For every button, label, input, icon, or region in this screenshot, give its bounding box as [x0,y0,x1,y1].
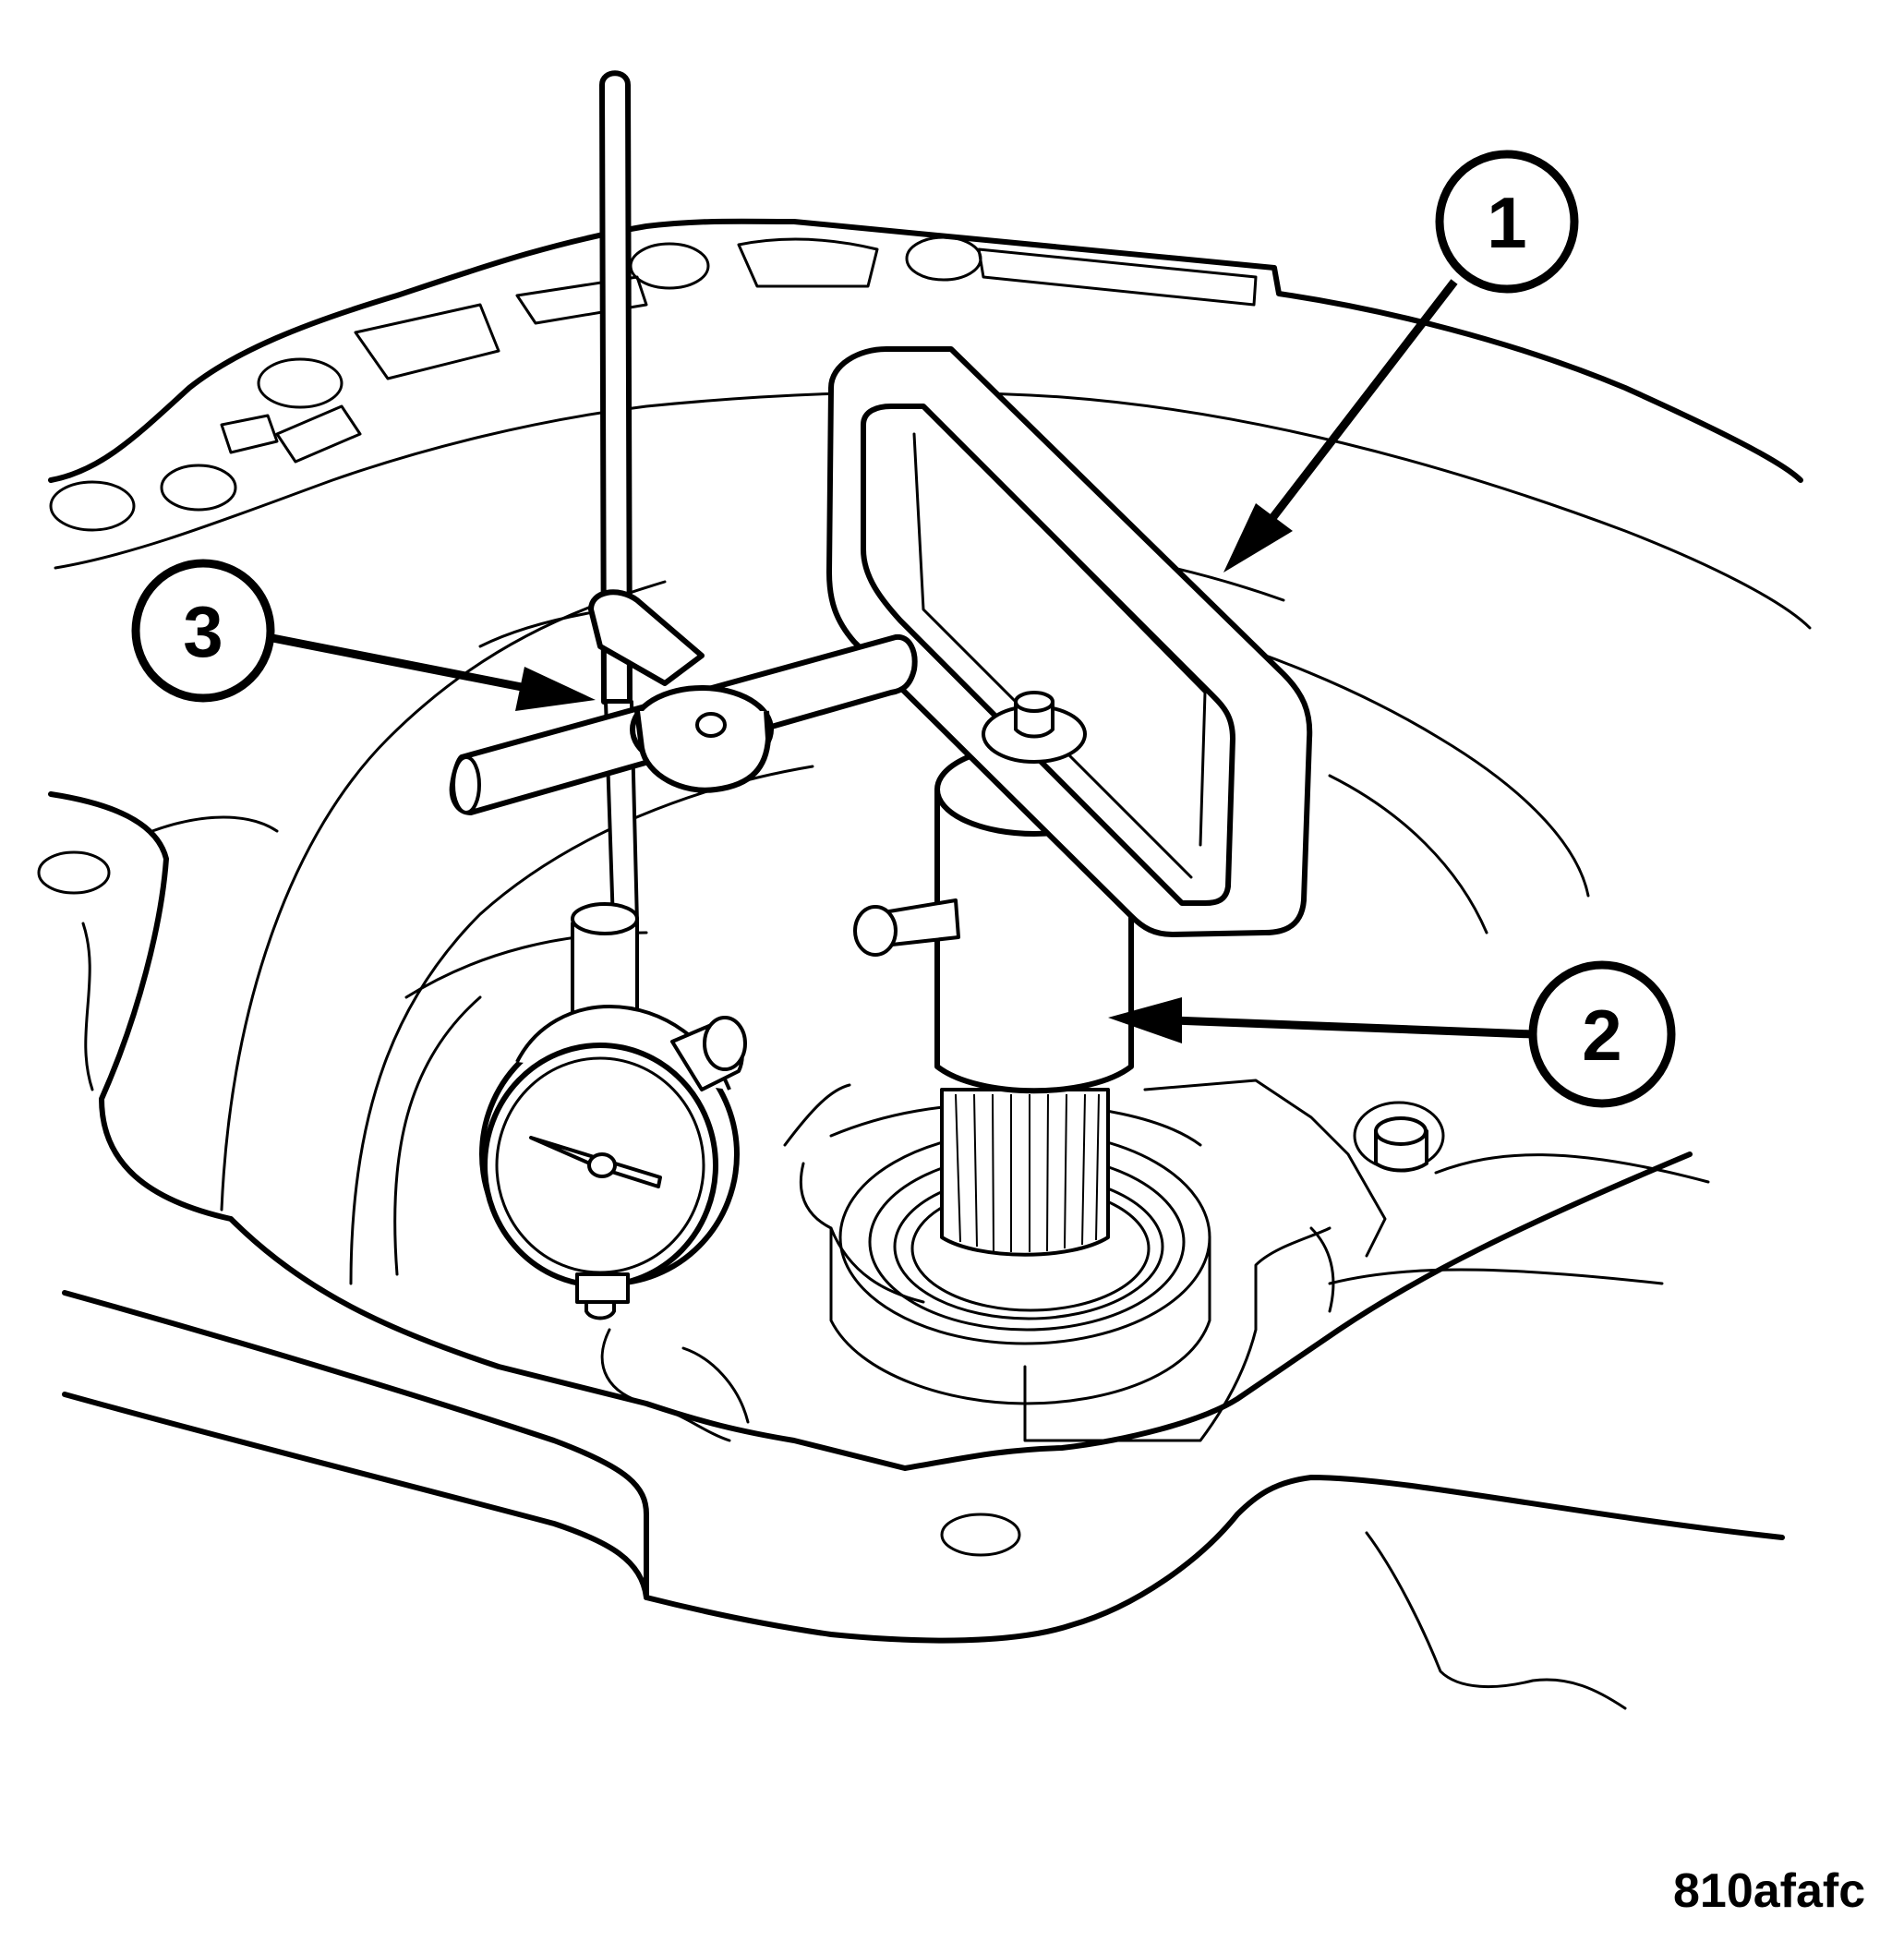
callout-3-label: 3 [183,591,223,672]
callout-1: 1 [1223,150,1579,573]
callout-2: 2 [1108,960,1676,1108]
splined-shaft [940,1088,1110,1257]
dial-indicator-stand [449,70,918,1320]
figure-code: 810afafc [1673,1864,1866,1918]
callout-1-label: 1 [1487,182,1526,263]
t-handle-tool [826,346,1313,937]
callout-3: 3 [131,559,596,711]
callout-2-label: 2 [1582,995,1621,1076]
case-housing [37,218,1812,1710]
